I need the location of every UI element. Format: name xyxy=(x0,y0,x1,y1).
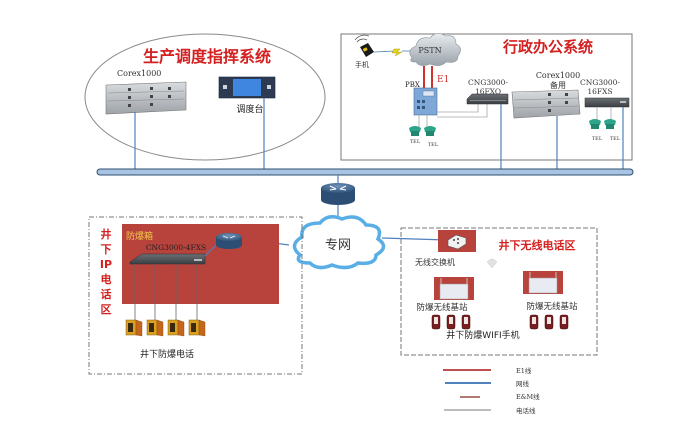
pbx-label: PBX xyxy=(405,81,420,89)
base-station-label: 防爆无线基站 xyxy=(416,302,468,313)
dispatch-system-boundary xyxy=(84,33,326,161)
base-station-label: 防爆无线基站 xyxy=(526,301,578,312)
mobile-label: 手机 xyxy=(355,60,369,69)
dispatch-console-icon[interactable] xyxy=(218,76,276,99)
mobile-phone-icon[interactable] xyxy=(354,34,374,57)
gateway-fxo-label: CNG3000- xyxy=(468,78,508,87)
svg-text:区: 区 xyxy=(101,303,112,316)
wifi-handset-icon[interactable] xyxy=(461,314,471,330)
lightning-icon xyxy=(391,48,403,57)
dispatch-system-group: 生产调度指挥系统 Corex1000 调度台 xyxy=(84,33,326,161)
network-backbone-bus xyxy=(96,168,634,176)
svg-text:电: 电 xyxy=(101,272,112,286)
legend-label-em: E&M线 xyxy=(516,392,540,401)
explosion-proof-phone-icon[interactable] xyxy=(125,319,143,337)
corex1000-backup-switch-icon[interactable] xyxy=(511,89,581,119)
pbx-icon[interactable] xyxy=(413,87,438,116)
mine-phones-label: 井下防爆电话 xyxy=(140,348,194,360)
dispatch-switch-label: Corex1000 xyxy=(117,69,161,78)
svg-text:下: 下 xyxy=(101,243,112,256)
legend-label-network: 网线 xyxy=(516,379,530,388)
backup-switch-label: Corex1000 xyxy=(536,71,580,80)
office-system-group: 行政办公系统 手机 PSTN E1 PBX xyxy=(340,33,633,161)
underground-wireless-zone-title: 井下无线电话区 xyxy=(499,238,576,252)
wifi-handset-icon[interactable] xyxy=(446,314,456,330)
underground-wireless-zone-boundary xyxy=(400,227,598,356)
tel-label: TEL xyxy=(610,136,621,142)
explosion-proof-box-label: 防爆箱 xyxy=(126,230,153,242)
svg-text:IP: IP xyxy=(100,258,112,271)
svg-text:话: 话 xyxy=(101,287,112,301)
tel-label: TEL xyxy=(428,142,439,148)
underground-wireless-zone-group: 井下无线电话区 无线交换机 防爆无线基站 防爆无线基站 井下防爆WIFI手机 xyxy=(400,227,598,356)
cng3000-4fxs-gateway-icon[interactable] xyxy=(129,253,206,265)
legend: E1线 网线 E&M线 电话线 xyxy=(443,366,540,415)
wifi-handsets-label: 井下防爆WIFI手机 xyxy=(446,329,519,341)
telephone-icon[interactable] xyxy=(424,126,436,136)
gateway-fxs-label: CNG3000- xyxy=(580,78,620,87)
backup-switch-label: 备用 xyxy=(550,80,566,90)
legend-label-e1: E1线 xyxy=(516,366,532,375)
underground-ip-zone-boundary xyxy=(88,216,303,375)
wireless-base-station-icon[interactable] xyxy=(439,278,469,300)
explosion-proof-phone-icon[interactable] xyxy=(146,319,164,337)
mine-router-icon[interactable] xyxy=(216,233,242,249)
telephone-icon[interactable] xyxy=(604,119,616,129)
network-link xyxy=(381,237,448,241)
office-system-title: 行政办公系统 xyxy=(502,38,593,56)
wireless-base-station-icon[interactable] xyxy=(528,272,558,294)
cng3000-16fxs-gateway-icon[interactable] xyxy=(584,97,630,108)
legend-label-phone: 电话线 xyxy=(516,406,536,415)
explosion-proof-phone-icon[interactable] xyxy=(188,319,206,337)
wifi-handset-icon[interactable] xyxy=(431,314,441,330)
wireless-switch-label: 无线交换机 xyxy=(415,257,455,267)
gateway-4fxs-label: CNG3000-4FXS xyxy=(146,243,206,252)
wifi-handset-icon[interactable] xyxy=(559,314,569,330)
pstn-label: PSTN xyxy=(418,46,441,55)
wireless-link xyxy=(373,50,396,53)
wifi-handset-icon[interactable] xyxy=(544,314,554,330)
explosion-proof-phone-icon[interactable] xyxy=(167,319,185,337)
tel-label: TEL xyxy=(410,139,421,145)
office-system-boundary xyxy=(340,33,633,161)
underground-ip-zone-group: 井 下 IP 电 话 区 防爆箱 CNG3000-4FXS 井下防爆电话 xyxy=(88,216,303,375)
tel-label: TEL xyxy=(592,136,603,142)
dispatch-system-title: 生产调度指挥系统 xyxy=(143,47,271,66)
corex1000-switch-icon[interactable] xyxy=(105,81,187,115)
wifi-signal-icon xyxy=(486,258,498,269)
e1-label: E1 xyxy=(437,75,449,85)
gateway-fxs-label: 16FXS xyxy=(587,87,612,96)
telephone-icon[interactable] xyxy=(589,119,601,129)
wifi-handset-icon[interactable] xyxy=(529,314,539,330)
private-network-label: 专网 xyxy=(325,238,351,253)
wireless-switch-icon[interactable] xyxy=(447,234,467,250)
core-router-icon[interactable] xyxy=(321,183,355,205)
telephone-icon[interactable] xyxy=(409,126,421,136)
gateway-fxo-label: 16FXO xyxy=(475,87,501,96)
svg-text:井: 井 xyxy=(101,227,112,241)
cng3000-16fxo-gateway-icon[interactable] xyxy=(466,93,509,105)
underground-ip-zone-title: 井 下 IP 电 话 区 xyxy=(100,227,112,316)
private-network-cloud-icon xyxy=(292,215,386,270)
network-links xyxy=(134,98,624,171)
pstn-cloud-icon xyxy=(409,33,461,66)
dispatch-console-label: 调度台 xyxy=(236,103,263,115)
